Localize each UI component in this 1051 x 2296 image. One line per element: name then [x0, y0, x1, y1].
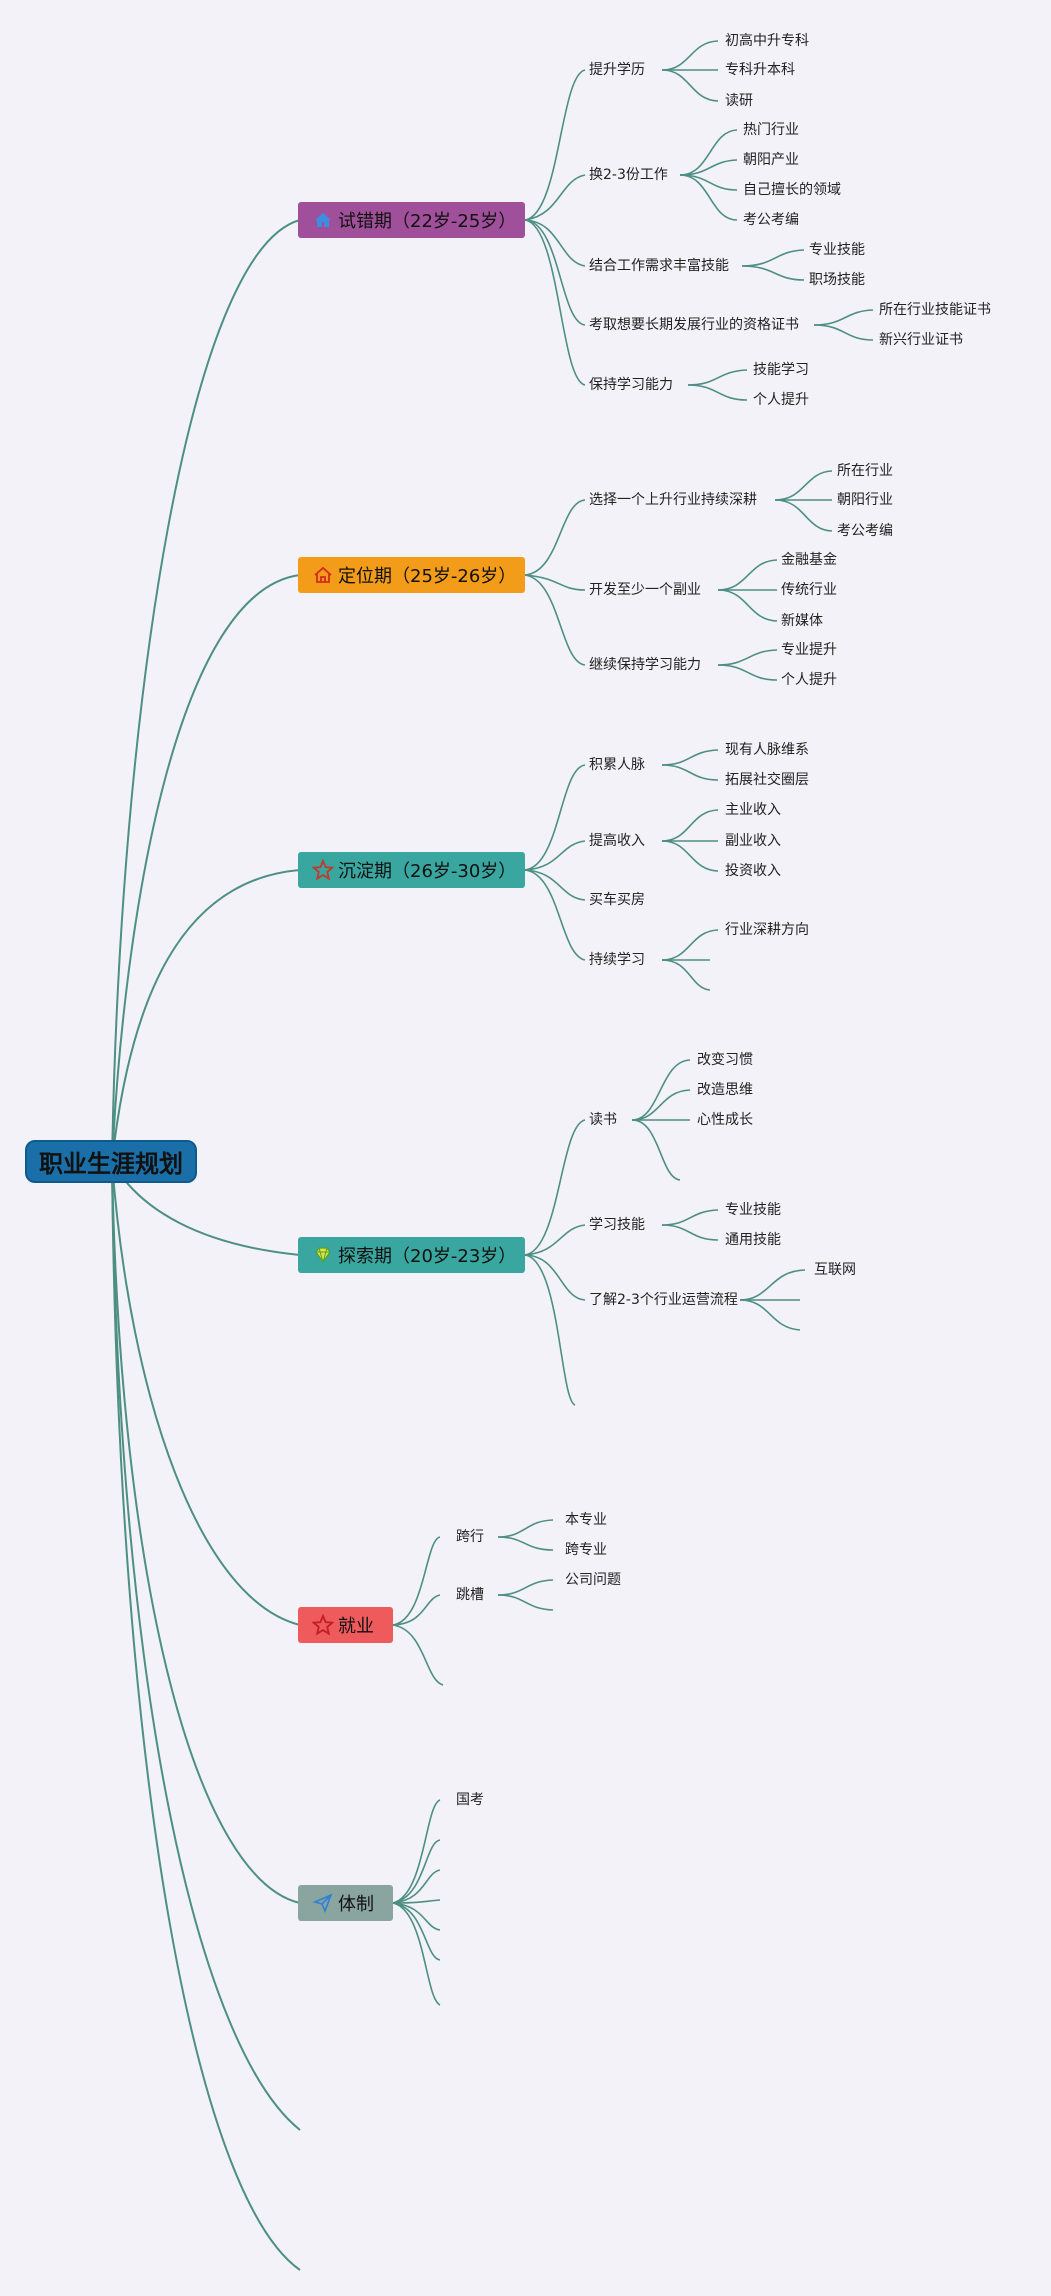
leaf-node[interactable]: 新媒体	[781, 613, 823, 629]
leaf-node[interactable]: 朝阳产业	[743, 152, 799, 168]
branch-trial-label: 试错期（22岁-25岁）	[338, 211, 517, 232]
branch-trial[interactable]: 试错期（22岁-25岁）	[298, 202, 525, 238]
send-icon	[312, 1892, 334, 1914]
leaf-node[interactable]: 所在行业	[837, 463, 893, 479]
child-node[interactable]: 国考	[456, 1792, 484, 1808]
child-node[interactable]: 跨行	[456, 1529, 484, 1545]
leaf-node[interactable]: 拓展社交圈层	[725, 772, 809, 788]
leaf-node[interactable]: 投资收入	[725, 863, 781, 879]
leaf-node[interactable]: 个人提升	[753, 392, 809, 408]
leaf-node[interactable]: 本专业	[565, 1512, 607, 1528]
branch-job-label: 就业	[338, 1616, 374, 1637]
root-node[interactable]: 职业生涯规划	[25, 1140, 197, 1183]
leaf-node[interactable]: 通用技能	[725, 1232, 781, 1248]
leaf-node[interactable]: 专业技能	[809, 242, 865, 258]
edge-root-trial	[111, 219, 301, 1163]
leaf-node[interactable]: 自己擅长的领域	[743, 182, 841, 198]
child-node[interactable]: 了解2-3个行业运营流程	[589, 1292, 738, 1308]
leaf-node[interactable]: 专业技能	[725, 1202, 781, 1218]
child-node[interactable]: 提升学历	[589, 62, 645, 78]
leaf-node[interactable]: 改变习惯	[697, 1052, 753, 1068]
branch-position-label: 定位期（25岁-26岁）	[338, 566, 517, 587]
branch-job[interactable]: 就业	[298, 1607, 393, 1643]
edge-root-job	[111, 1161, 301, 1626]
leaf-node[interactable]: 专科升本科	[725, 62, 795, 78]
child-node[interactable]: 结合工作需求丰富技能	[589, 258, 729, 274]
home-outline-icon	[312, 564, 334, 586]
star-icon	[312, 859, 334, 881]
leaf-node[interactable]: 互联网	[814, 1262, 856, 1278]
child-node[interactable]: 积累人脉	[589, 757, 645, 773]
child-node[interactable]: 考取想要长期发展行业的资格证书	[589, 317, 799, 333]
branch-system-label: 体制	[338, 1894, 374, 1915]
leaf-node[interactable]: 跨专业	[565, 1542, 607, 1558]
leaf-node[interactable]: 新兴行业证书	[879, 332, 963, 348]
leaf-node[interactable]: 职场技能	[809, 272, 865, 288]
leaf-node[interactable]: 心性成长	[697, 1112, 753, 1128]
leaf-node[interactable]: 改造思维	[697, 1082, 753, 1098]
branch-explore[interactable]: 探索期（20岁-23岁）	[298, 1237, 525, 1273]
leaf-node[interactable]: 行业深耕方向	[725, 922, 809, 938]
home-icon	[312, 209, 334, 231]
star-outline-icon	[312, 1614, 334, 1636]
child-node[interactable]: 提高收入	[589, 833, 645, 849]
edge-root-position	[111, 574, 301, 1163]
child-node[interactable]: 学习技能	[589, 1217, 645, 1233]
leaf-node[interactable]: 考公考编	[837, 523, 893, 539]
branch-explore-label: 探索期（20岁-23岁）	[338, 1246, 517, 1267]
leaf-node[interactable]: 个人提升	[781, 672, 837, 688]
leaf-node[interactable]: 考公考编	[743, 212, 799, 228]
leaf-node[interactable]: 读研	[725, 93, 753, 109]
leaf-node[interactable]: 初高中升专科	[725, 33, 809, 49]
child-node[interactable]: 跳槽	[456, 1587, 484, 1603]
leaf-node[interactable]: 热门行业	[743, 122, 799, 138]
leaf-node[interactable]: 公司问题	[565, 1572, 621, 1588]
branch-settle-label: 沉淀期（26岁-30岁）	[338, 861, 517, 882]
edge-root-system	[111, 1161, 301, 1904]
leaf-node[interactable]: 现有人脉维系	[725, 742, 809, 758]
edge-root-empty-2	[111, 1161, 301, 2271]
leaf-node[interactable]: 技能学习	[753, 362, 809, 378]
child-node[interactable]: 持续学习	[589, 952, 645, 968]
child-node[interactable]: 保持学习能力	[589, 377, 673, 393]
leaf-node[interactable]: 主业收入	[725, 802, 781, 818]
leaf-node[interactable]: 所在行业技能证书	[879, 302, 991, 318]
branch-system[interactable]: 体制	[298, 1885, 393, 1921]
branch-position[interactable]: 定位期（25岁-26岁）	[298, 557, 525, 593]
leaf-node[interactable]: 朝阳行业	[837, 492, 893, 508]
edge-root-settle	[111, 869, 301, 1163]
leaf-node[interactable]: 金融基金	[781, 552, 837, 568]
leaf-node[interactable]: 副业收入	[725, 833, 781, 849]
child-node[interactable]: 换2-3份工作	[589, 167, 668, 183]
child-node[interactable]: 买车买房	[589, 892, 645, 908]
child-node[interactable]: 读书	[589, 1112, 617, 1128]
diamond-icon	[312, 1244, 334, 1266]
child-node[interactable]: 开发至少一个副业	[589, 582, 701, 598]
child-node[interactable]: 选择一个上升行业持续深耕	[589, 492, 757, 508]
leaf-node[interactable]: 专业提升	[781, 642, 837, 658]
child-node[interactable]: 继续保持学习能力	[589, 657, 701, 673]
edge-root-empty-1	[111, 1161, 301, 2131]
leaf-node[interactable]: 传统行业	[781, 582, 837, 598]
branch-settle[interactable]: 沉淀期（26岁-30岁）	[298, 852, 525, 888]
